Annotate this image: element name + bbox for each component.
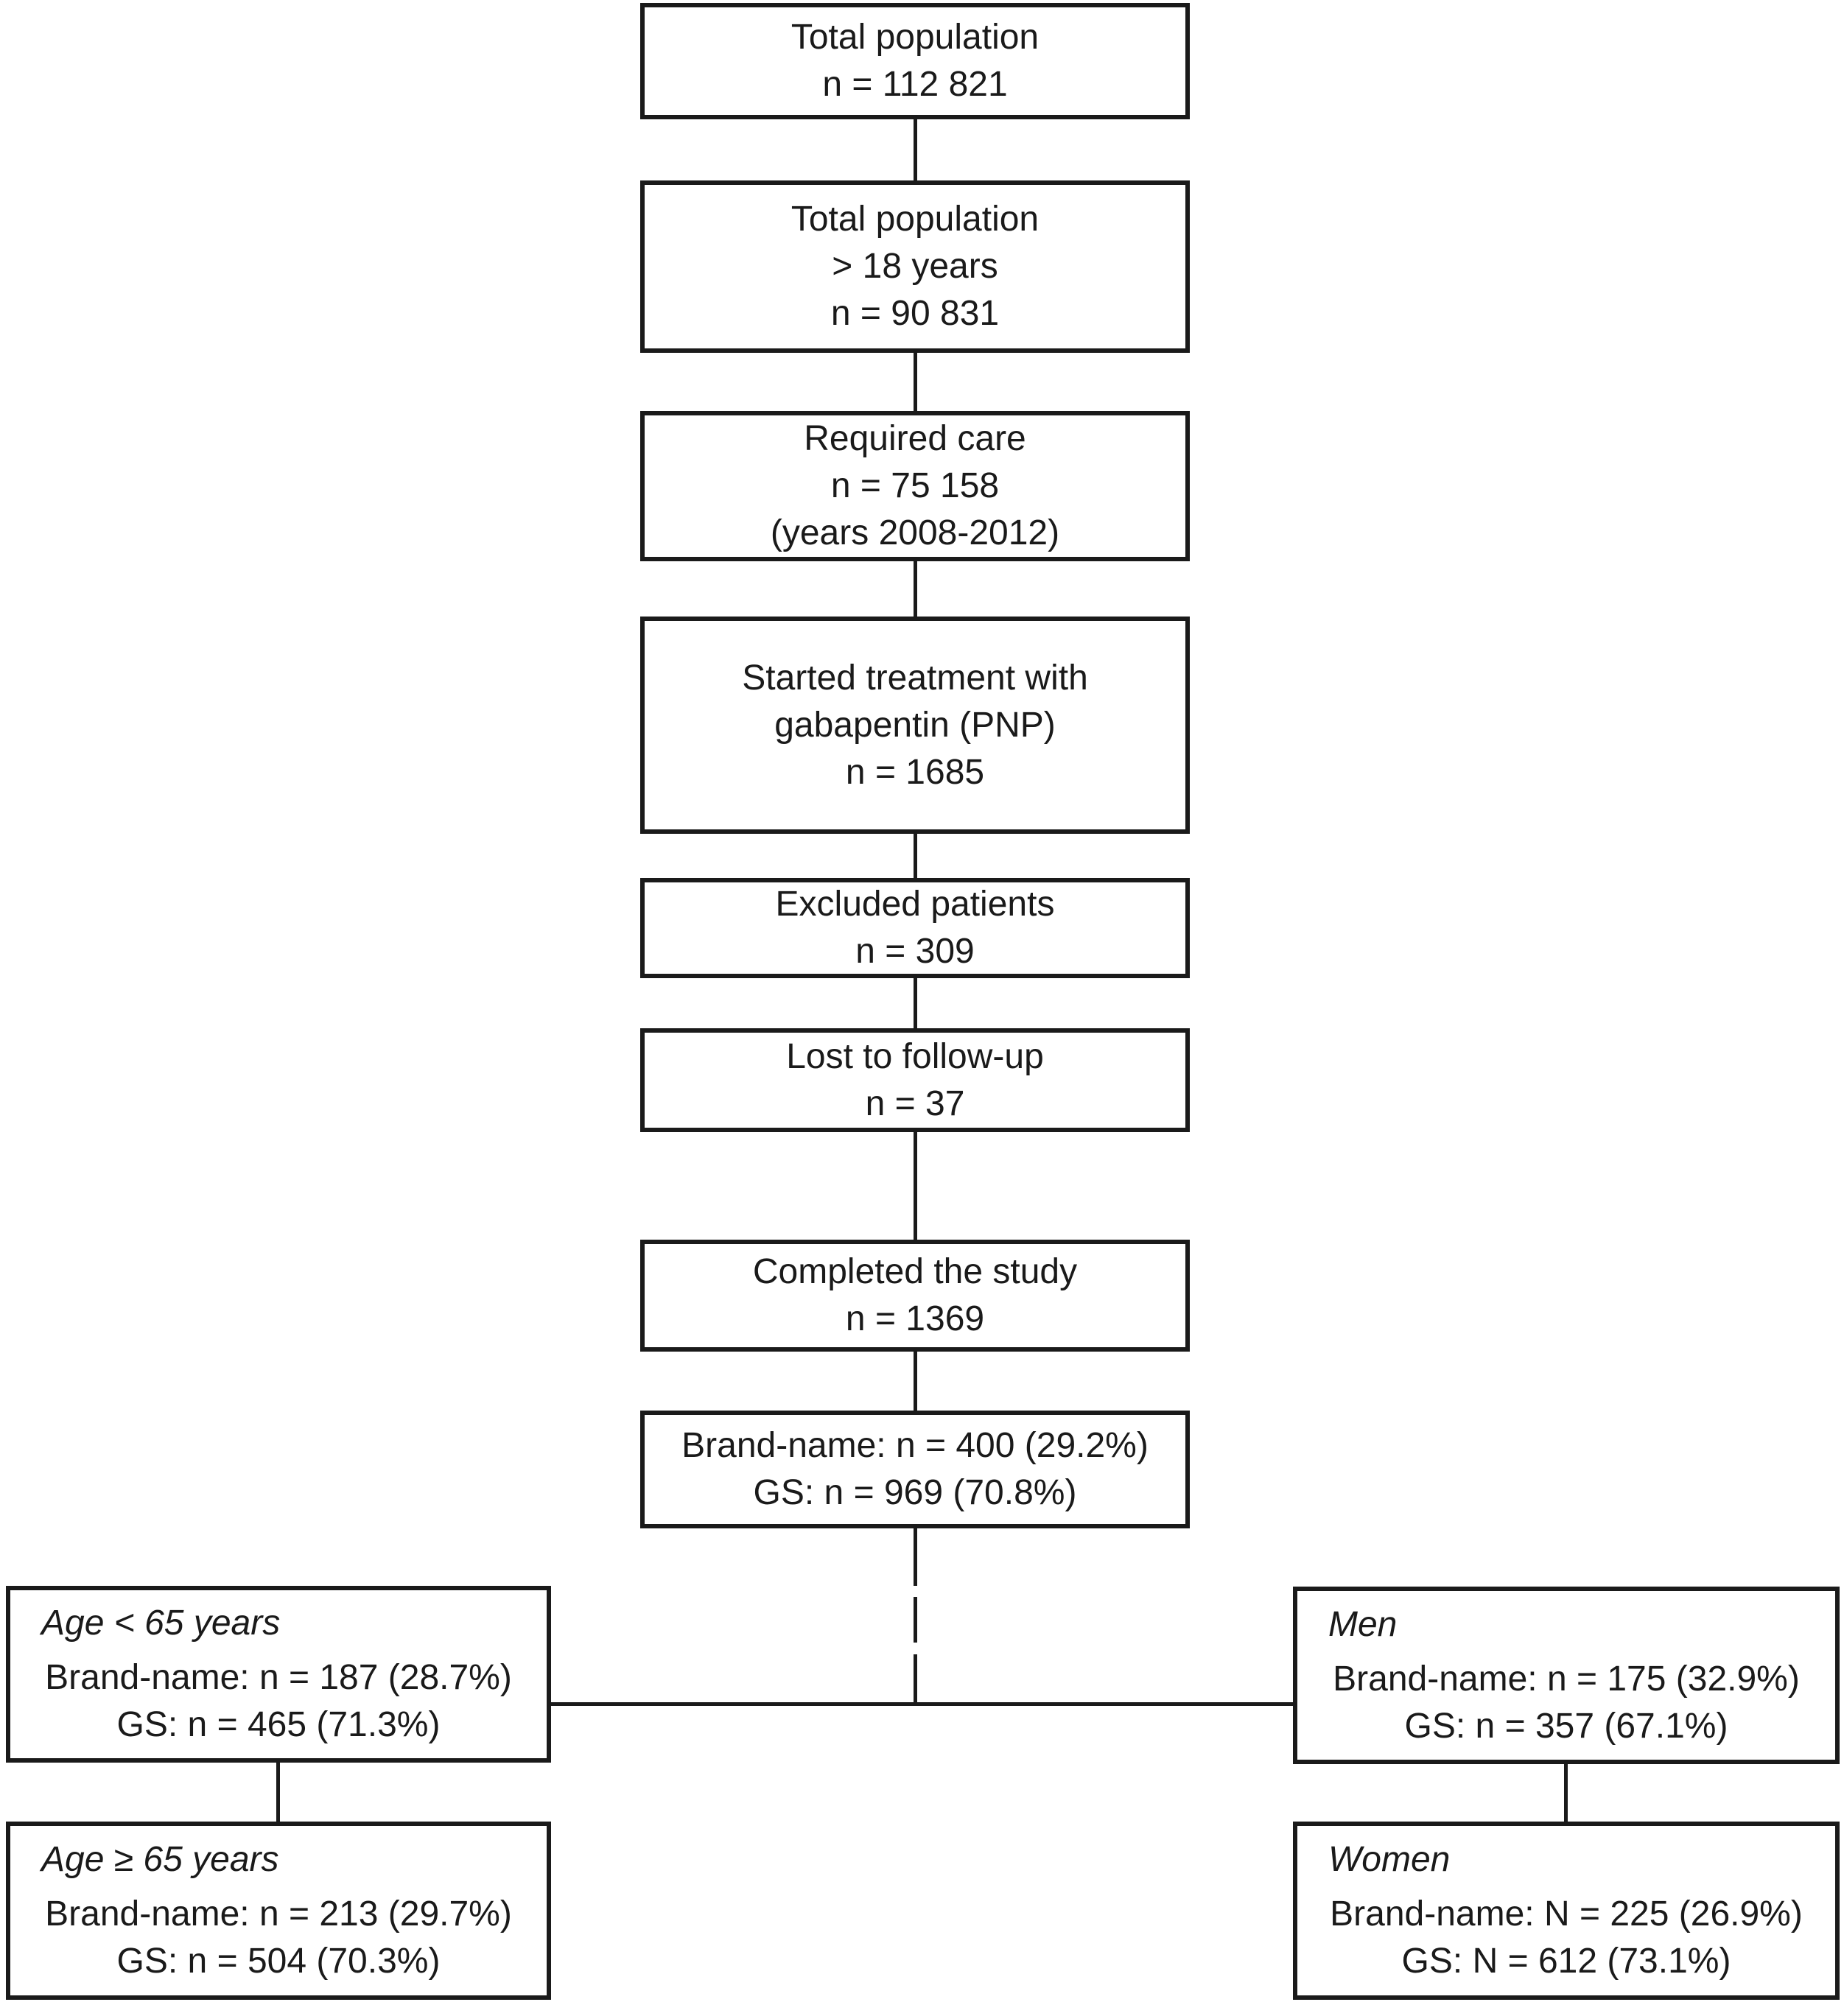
node-excluded-patients: Excluded patients n = 309 [640,878,1190,978]
node-title: Age < 65 years [41,1604,281,1643]
node-text-line: n = 37 [865,1083,965,1123]
node-completed-study: Completed the study n = 1369 [640,1240,1190,1352]
node-title: Women [1328,1840,1451,1879]
node-brand-vs-gs: Brand-name: n = 400 (29.2%) GS: n = 969 … [640,1411,1190,1528]
connector-age-groups [276,1763,280,1822]
connector-3-4 [914,561,917,617]
node-title: Men [1328,1604,1398,1644]
connector-2-3 [914,353,917,411]
node-text-line: Total population [790,200,1040,239]
node-text-line: GS: n = 465 (71.3%) [116,1705,441,1744]
node-text-line: GS: n = 504 (70.3%) [116,1942,441,1981]
node-text-line: Lost to follow-up [786,1036,1044,1076]
node-women: Women Brand-name: N = 225 (26.9%) GS: N … [1293,1822,1840,2000]
node-started-treatment: Started treatment with gabapentin (PNP) … [640,617,1190,834]
node-text-line: n = 309 [855,932,975,971]
node-title: Age ≥ 65 years [41,1840,279,1879]
node-text-line: Brand-name: n = 175 (32.9%) [1333,1659,1800,1699]
node-text-line: Completed the study [752,1252,1078,1291]
connector-5-6 [914,978,917,1028]
node-text-line: n = 112 821 [822,65,1008,104]
node-text-line: Brand-name: n = 213 (29.7%) [45,1894,512,1934]
connector-1-2 [914,119,917,180]
node-text-line: GS: n = 969 (70.8%) [753,1473,1077,1512]
node-adult-population: Total population > 18 years n = 90 831 [640,180,1190,353]
node-age-under-65: Age < 65 years Brand-name: n = 187 (28.7… [6,1586,551,1763]
node-text-line: > 18 years [832,247,998,286]
node-text-line: Required care [804,419,1026,458]
node-men: Men Brand-name: n = 175 (32.9%) GS: n = … [1293,1587,1840,1764]
node-text-line: Excluded patients [775,885,1055,924]
node-text-line: (years 2008-2012) [770,513,1060,552]
node-text-line: Brand-name: n = 400 (29.2%) [681,1426,1149,1465]
node-age-65-and-over: Age ≥ 65 years Brand-name: n = 213 (29.7… [6,1822,551,2000]
node-text-line: gabapentin (PNP) [774,705,1056,745]
node-text-line: n = 1685 [845,752,985,792]
node-text-line: GS: N = 612 (73.1%) [1401,1942,1731,1981]
node-required-care: Required care n = 75 158 (years 2008-201… [640,411,1190,561]
node-text-line: Started treatment with [742,658,1088,698]
node-lost-to-followup: Lost to follow-up n = 37 [640,1028,1190,1132]
connector-6-7 [914,1132,917,1240]
connector-men-women [1564,1764,1568,1822]
connector-branch-horizontal [551,1702,1293,1706]
node-total-population: Total population n = 112 821 [640,3,1190,119]
connector-branch-stub [914,1528,917,1586]
node-text-line: n = 1369 [845,1299,985,1338]
node-text-line: Brand-name: N = 225 (26.9%) [1330,1894,1803,1934]
node-text-line: n = 90 831 [830,294,1000,333]
connector-branch-dashed [914,1586,917,1704]
node-text-line: Total population [790,18,1040,57]
node-text-line: n = 75 158 [830,466,1000,505]
connector-7-8 [914,1352,917,1411]
connector-4-5 [914,834,917,878]
node-text-line: GS: n = 357 (67.1%) [1404,1706,1728,1746]
node-text-line: Brand-name: n = 187 (28.7%) [45,1658,512,1697]
